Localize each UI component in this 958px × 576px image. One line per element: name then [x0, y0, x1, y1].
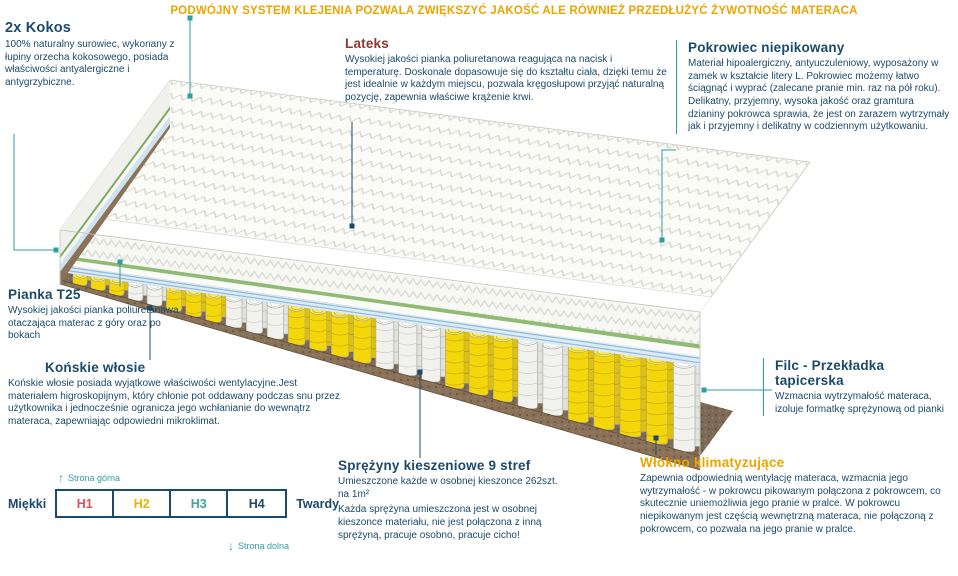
callout-sprezyny-body2: Każda sprężyna umieszczona jest w osobne…: [338, 504, 542, 541]
callout-konskie-title: Końskie włosie: [45, 360, 146, 375]
top-side-text: Strona górna: [68, 473, 121, 483]
arrow-up-icon: ↑: [58, 471, 64, 485]
callout-lateks-body: Wysokiej jakości pianka poliuretanowa re…: [345, 54, 667, 104]
callout-kokos-title: 2x Kokos: [5, 20, 72, 36]
callout-pokrowiec: Pokrowiec niepikowany Materiał hipoalerg…: [676, 40, 952, 135]
arrow-down-icon: ↓: [228, 539, 234, 553]
callout-connectors: [13, 15, 772, 458]
firmness-level-h1: H1: [57, 491, 115, 516]
firmness-level-h3: H3: [171, 491, 229, 516]
top-banner: PODWÓJNY SYSTEM KLEJENIA POZWALA ZWIĘKSZ…: [170, 5, 858, 17]
callout-filc-body: Wzmacnia wytrzymałość materaca, izoluje …: [775, 391, 944, 415]
soft-label: Miękki: [8, 496, 47, 511]
top-side-label: ↑ Strona górna: [58, 472, 120, 484]
callout-lateks: Lateks Wysokiej jakości pianka poliureta…: [345, 36, 667, 105]
callout-filc: Filc - Przekładka tapicerska Wzmacnia wy…: [763, 358, 953, 417]
base-front: [59, 279, 701, 470]
callout-kokos: 2x Kokos 100% naturalny surowiec, wykona…: [5, 20, 187, 90]
callout-wlokno-title: Włókno klimatyzujące: [640, 455, 785, 470]
callout-filc-title: Filc - Przekładka tapicerska: [775, 358, 885, 388]
firmness-level-h4: H4: [248, 496, 265, 511]
bottom-side-label: ↓ Strona dolna: [228, 540, 289, 552]
hard-label: Twardy: [296, 496, 340, 511]
callout-pianka-title: Pianka T25: [8, 287, 81, 302]
callout-wlokno-body: Zapewnia odpowiednią wentylację materaca…: [640, 473, 941, 535]
callout-sprezyny-title: Sprężyny kieszeniowe 9 stref: [338, 458, 531, 473]
callout-konskie: Końskie włosie Końskie włosie posiada wy…: [8, 360, 343, 429]
callout-pokrowiec-body: Materiał hipoalergiczny, antyuczuleniowy…: [688, 58, 950, 133]
bottom-side-text: Strona dolna: [238, 541, 290, 551]
callout-pokrowiec-title: Pokrowiec niepikowany: [688, 40, 845, 55]
callout-pianka: Pianka T25 Wysokiej jakości pianka poliu…: [8, 287, 183, 343]
firmness-level-h2: H2: [114, 491, 172, 516]
callout-konskie-body: Końskie włosie posiada wyjątkowe właściw…: [8, 378, 340, 428]
callout-kokos-body: 100% naturalny surowiec, wykonany z łupi…: [5, 39, 175, 89]
callout-wlokno: Włókno klimatyzujące Zapewnia odpowiedni…: [640, 455, 955, 536]
callout-sprezyny-body1: Umieszczone każde w osobnej kieszonce 26…: [338, 476, 558, 500]
top-slab: [59, 79, 811, 471]
callout-pianka-body: Wysokiej jakości pianka poliuretanowa ot…: [8, 305, 179, 342]
callout-sprezyny: Sprężyny kieszeniowe 9 stref Umieszczone…: [338, 458, 570, 542]
callout-lateks-title: Lateks: [345, 36, 389, 51]
